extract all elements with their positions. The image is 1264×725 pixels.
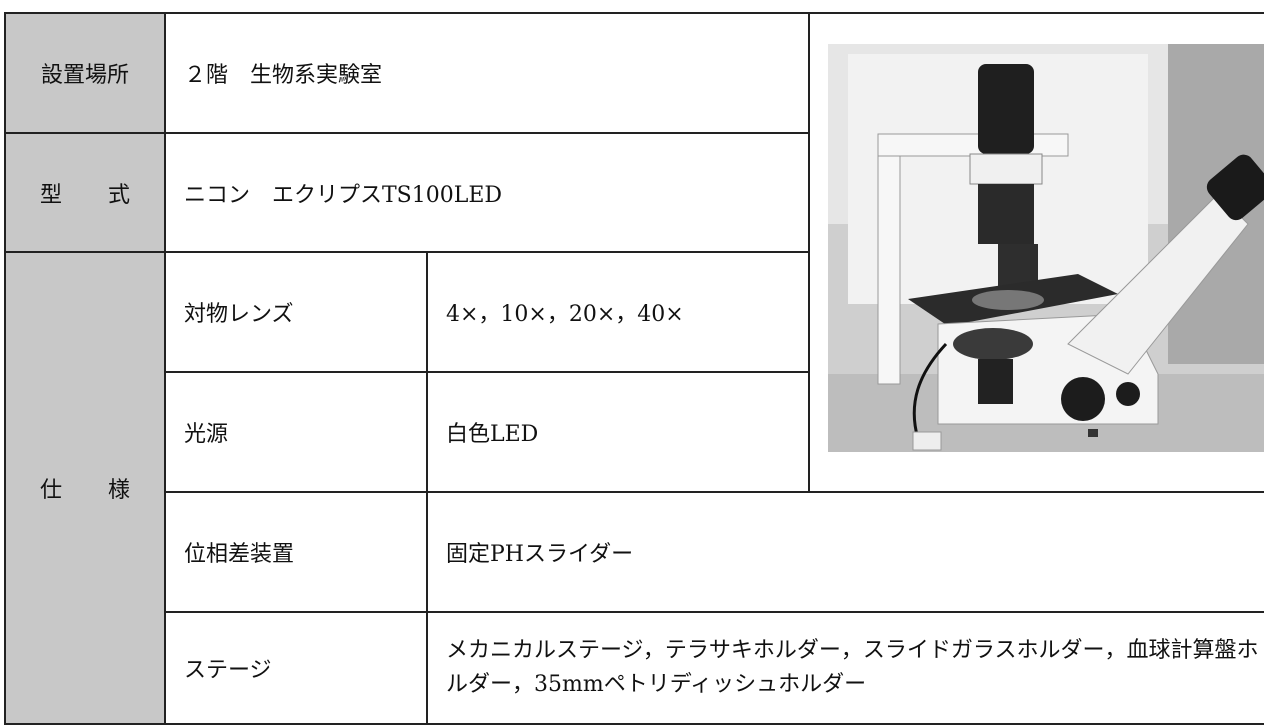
label-location: 設置場所 [4,12,166,134]
spec-row-light: 光源 白色LED [5,371,1264,493]
top-cut-text [0,0,1264,12]
microscope-photo-graphic [828,44,1264,452]
spec-row-stage: ステージ メカニカルステージ，テラサキホルダー，スライドガラスホルダー，血球計算… [5,611,1264,725]
spec-name-objective: 対物レンズ [164,251,428,373]
label-model: 型式 [4,132,166,253]
label-model-a: 型 [39,182,62,208]
row-model: 型式 ニコン エクリプスTS100LED [4,132,1264,253]
label-model-b: 式 [108,182,131,208]
spec-value-objective: 4×，10×，20×，40× [425,251,811,373]
spec-value-phase: 固定PHスライダー [425,491,1264,613]
row-location: 設置場所 ２階 生物系実験室 [4,12,1264,493]
spec-name-phase: 位相差装置 [164,491,428,613]
label-spec-b: 様 [108,478,131,503]
value-location: ２階 生物系実験室 [163,12,811,134]
equipment-spec-table: 設置場所 ２階 生物系実験室 [4,12,1264,725]
photo-cell [808,12,1264,493]
spec-value-light: 白色LED [425,371,811,493]
spec-name-stage: ステージ [164,611,428,725]
microscope-photo [828,44,1264,452]
spec-name-light: 光源 [164,371,428,493]
label-spec-a: 仕 [39,478,62,503]
label-spec: 仕様 [4,251,166,725]
spec-value-stage: メカニカルステージ，テラサキホルダー，スライドガラスホルダー，血球計算盤ホルダー… [425,611,1264,725]
value-model: ニコン エクリプスTS100LED [163,132,811,253]
spec-row-objective: 仕様 対物レンズ 4×，10×，20×，40× [4,251,1264,725]
spec-row-phase: 位相差装置 固定PHスライダー [5,491,1264,613]
